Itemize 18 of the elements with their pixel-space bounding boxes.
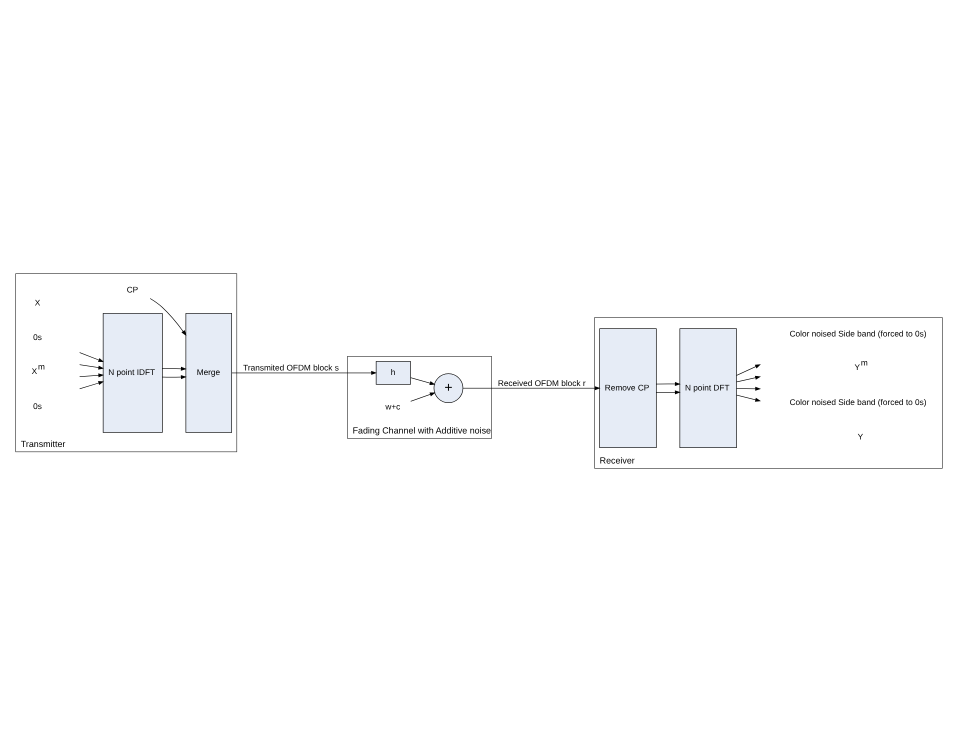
arrow	[736, 386, 761, 391]
arrow	[410, 392, 436, 402]
arrow	[656, 382, 681, 386]
arrow	[736, 394, 761, 402]
arrow	[231, 370, 377, 375]
arrow	[79, 364, 104, 370]
arrow	[736, 376, 761, 382]
arrow	[162, 375, 187, 380]
arrow	[150, 298, 186, 336]
arrow	[736, 364, 761, 376]
arrow	[656, 390, 681, 394]
arrow	[462, 386, 600, 390]
arrow	[410, 377, 436, 386]
node-circle: +	[434, 373, 464, 403]
arrow	[79, 381, 104, 390]
arrow	[162, 366, 187, 371]
arrow	[79, 352, 104, 362]
arrow	[79, 373, 104, 378]
